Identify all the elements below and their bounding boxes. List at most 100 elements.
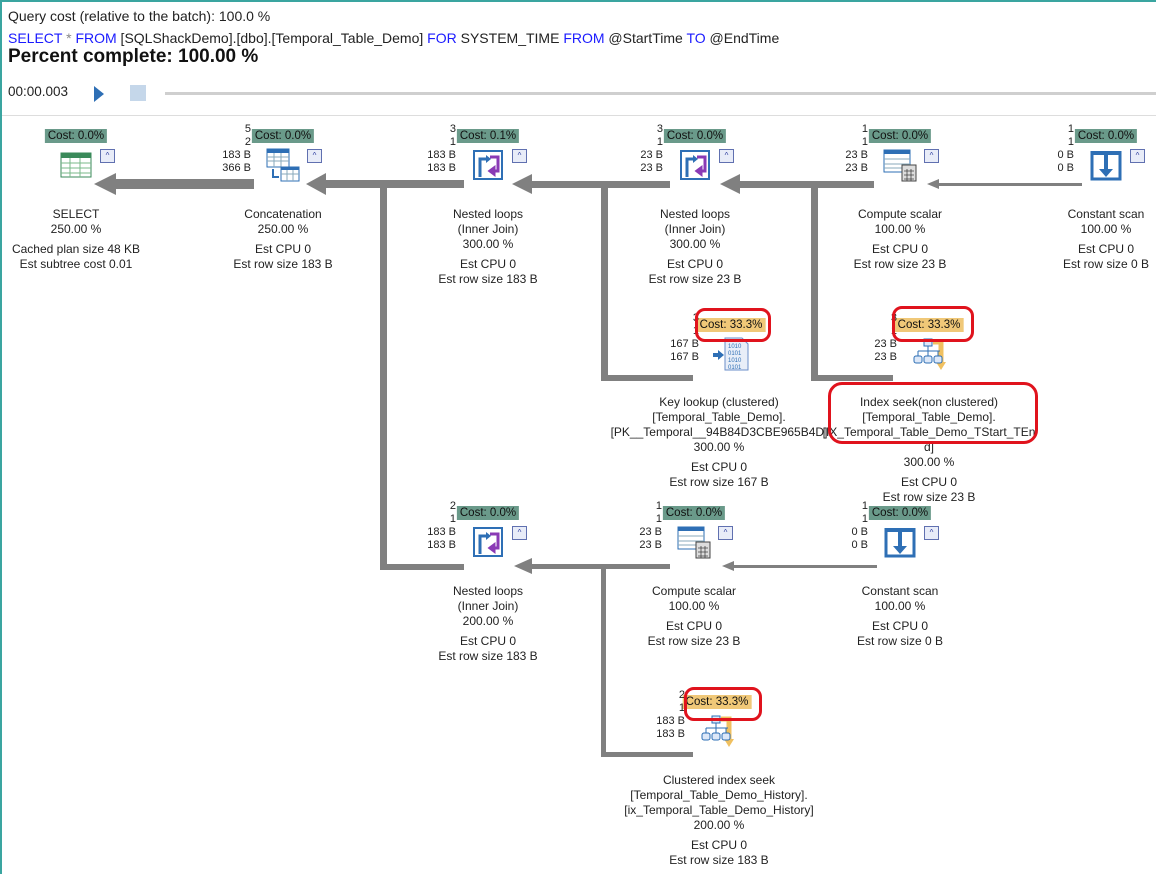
connector	[324, 180, 464, 188]
row-stat: 23 B	[845, 149, 868, 161]
cost-badge: Cost: 0.0%	[44, 129, 108, 143]
arrow-icon	[306, 173, 326, 195]
collapse-toggle-icon[interactable]: ^	[307, 149, 322, 163]
highlight-ring	[892, 306, 974, 342]
row-stat: 1	[656, 136, 663, 148]
svg-text:0101: 0101	[728, 365, 742, 371]
collapse-toggle-icon[interactable]: ^	[924, 526, 939, 540]
node-metric: Est row size 23 B	[647, 634, 741, 648]
node-label: Key lookup (clustered)[Temporal_Table_De…	[611, 395, 828, 490]
connector	[601, 375, 693, 381]
highlight-ring	[695, 308, 771, 342]
connector	[530, 181, 670, 188]
collapse-toggle-icon[interactable]: ^	[512, 526, 527, 540]
row-stat: 183 B	[222, 149, 251, 161]
compute-icon[interactable]	[676, 524, 712, 560]
constant-icon[interactable]	[882, 524, 918, 560]
row-stat: 183 B	[427, 526, 456, 538]
nested-icon[interactable]	[677, 147, 713, 183]
row-stat: 2	[244, 136, 251, 148]
row-stat: 0 B	[851, 526, 868, 538]
progress-bar	[165, 92, 1156, 95]
play-button[interactable]	[94, 86, 104, 102]
connector	[811, 375, 893, 381]
connector	[530, 564, 670, 569]
label-line: Concatenation	[244, 207, 322, 221]
label-line: 200.00 %	[693, 818, 745, 832]
row-stat: 183 B	[427, 149, 456, 161]
label-line: 300.00 %	[669, 237, 721, 251]
row-stat: 1	[861, 136, 868, 148]
label-line: Constant scan	[1067, 207, 1145, 221]
row-stat: 1	[861, 123, 868, 135]
cost-badge: Cost: 0.0%	[868, 129, 932, 143]
compute-icon[interactable]	[882, 147, 918, 183]
percent-complete: Percent complete: 100.00 %	[8, 46, 259, 67]
row-stat: 23 B	[639, 526, 662, 538]
row-stat: 183 B	[656, 728, 685, 740]
node-metric: Est CPU 0	[254, 242, 311, 256]
label-line: [IX_Temporal_Table_Demo_TStart_TEn	[822, 425, 1036, 439]
sql-token: *	[62, 30, 76, 46]
sql-token: [SQLShackDemo].[dbo].[Temporal_Table_Dem…	[116, 30, 428, 46]
row-stat: 183 B	[427, 162, 456, 174]
collapse-toggle-icon[interactable]: ^	[512, 149, 527, 163]
label-line: Nested loops	[452, 584, 524, 598]
stop-button[interactable]	[130, 85, 146, 101]
nested-icon[interactable]	[470, 524, 506, 560]
row-stat: 23 B	[640, 149, 663, 161]
cost-badge: Cost: 0.0%	[251, 129, 315, 143]
connector	[380, 184, 387, 570]
collapse-toggle-icon[interactable]: ^	[100, 149, 115, 163]
sql-token: TO	[686, 30, 706, 46]
collapse-toggle-icon[interactable]: ^	[718, 526, 733, 540]
row-stat: 2	[449, 500, 456, 512]
node-metric: Est CPU 0	[871, 619, 928, 633]
connector	[732, 565, 877, 568]
row-stat: 23 B	[874, 351, 897, 363]
sql-token: FROM	[563, 30, 605, 46]
select-icon[interactable]	[58, 147, 94, 183]
label-line: 200.00 %	[462, 614, 514, 628]
node-label: Nested loops(Inner Join)300.00 %Est CPU …	[438, 207, 537, 287]
concat-icon[interactable]	[265, 147, 301, 183]
collapse-toggle-icon[interactable]: ^	[719, 149, 734, 163]
connector	[380, 564, 464, 570]
cost-badge: Cost: 0.0%	[868, 506, 932, 520]
row-stat: 23 B	[874, 338, 897, 350]
connector	[114, 179, 254, 189]
row-stat: 1	[655, 513, 662, 525]
divider	[2, 115, 1156, 116]
highlight-ring	[828, 382, 1038, 444]
query-cost: Query cost (relative to the batch): 100.…	[8, 8, 271, 24]
node-metric: Est row size 0 B	[1062, 257, 1150, 271]
label-line: Nested loops	[659, 207, 731, 221]
collapse-toggle-icon[interactable]: ^	[924, 149, 939, 163]
label-line: SELECT	[52, 207, 100, 221]
node-metric: Est CPU 0	[459, 257, 516, 271]
node-metric: Est row size 23 B	[882, 490, 976, 504]
sql-token: FOR	[427, 30, 457, 46]
label-line: 300.00 %	[903, 455, 955, 469]
label-line: Compute scalar	[857, 207, 943, 221]
node-metric: Est row size 0 B	[856, 634, 944, 648]
collapse-toggle-icon[interactable]: ^	[1130, 149, 1145, 163]
constant-icon[interactable]	[1088, 147, 1124, 183]
row-stat: 5	[244, 123, 251, 135]
row-stat: 2	[678, 689, 685, 701]
nested-icon[interactable]	[470, 147, 506, 183]
node-metric: Est CPU 0	[871, 242, 929, 256]
node-metric: Est subtree cost 0.01	[19, 257, 133, 271]
sql-token: SYSTEM_TIME	[456, 30, 564, 46]
row-stat: 1	[861, 513, 868, 525]
node-metric: Est CPU 0	[690, 838, 748, 852]
